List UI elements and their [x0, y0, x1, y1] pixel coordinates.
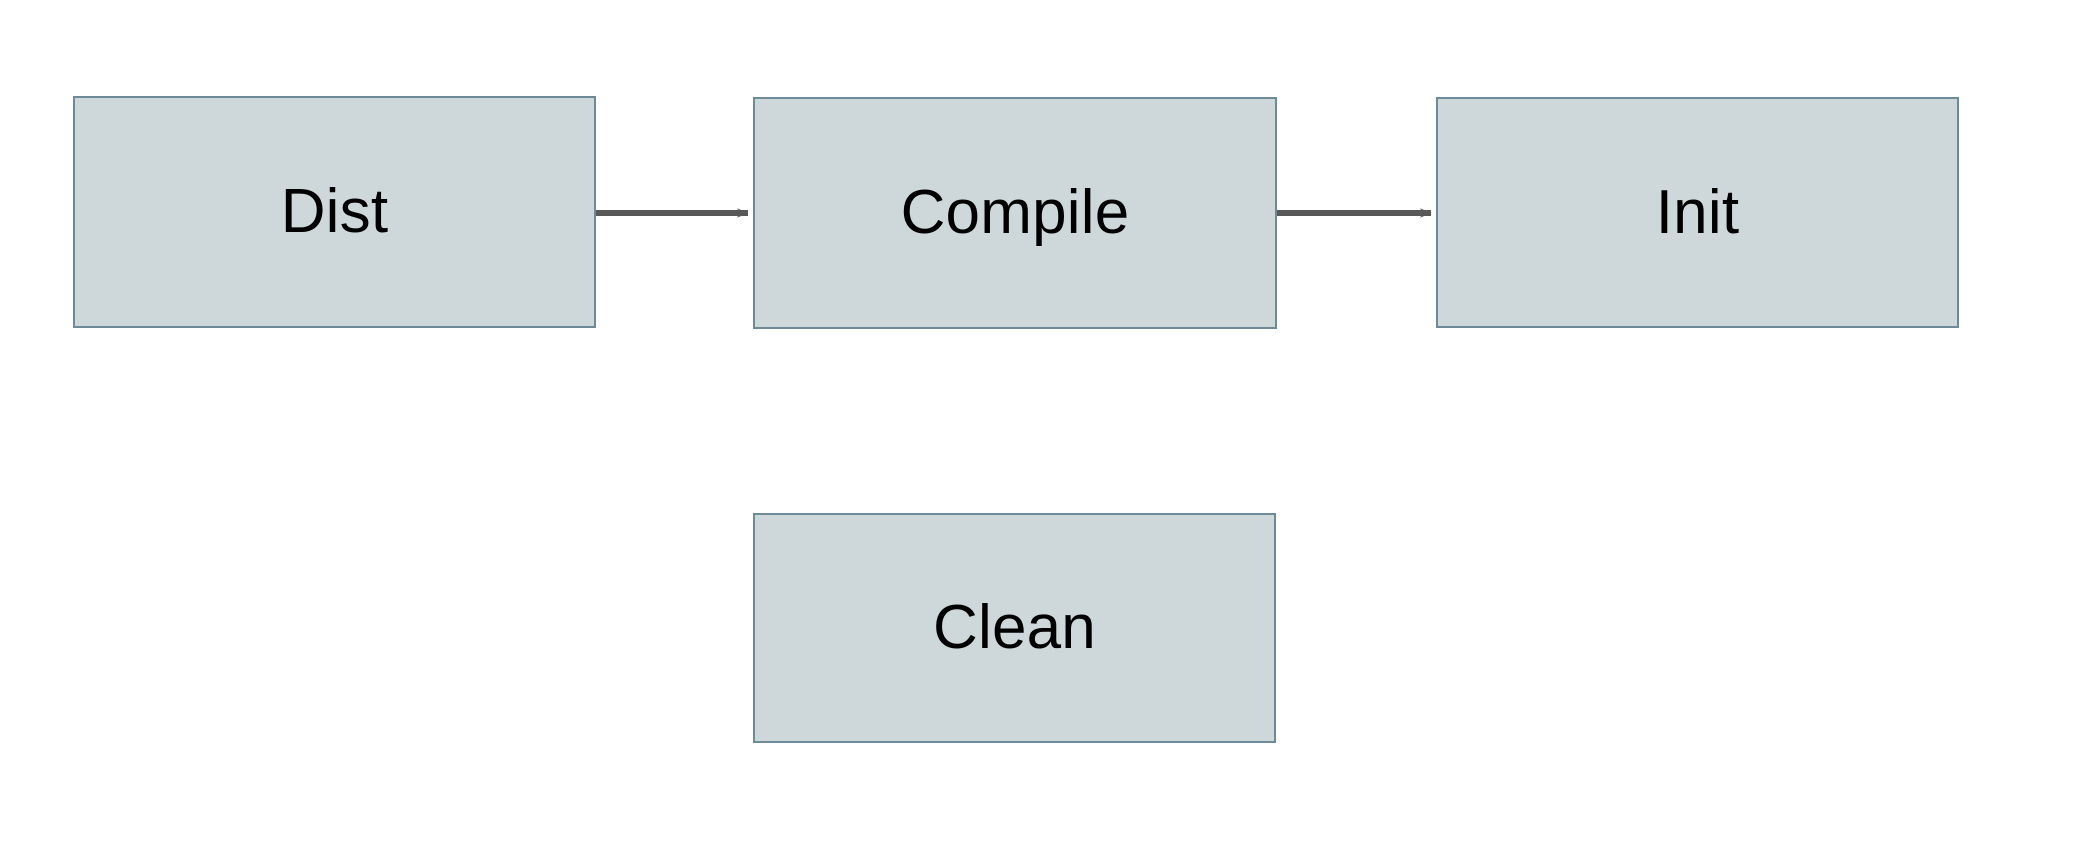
- edge-dist-to-compile-hitbox[interactable]: [596, 193, 753, 233]
- node-init-label: Init: [1655, 177, 1740, 247]
- edge-compile-to-init-hitbox[interactable]: [1277, 193, 1436, 233]
- node-compile[interactable]: Compile: [753, 97, 1277, 329]
- node-compile-label: Compile: [900, 178, 1130, 247]
- node-clean-label: Clean: [933, 593, 1096, 662]
- node-init[interactable]: Init: [1436, 97, 1959, 328]
- node-dist-label: Dist: [280, 177, 389, 246]
- node-clean[interactable]: Clean: [753, 513, 1276, 743]
- node-dist[interactable]: Dist: [73, 96, 596, 328]
